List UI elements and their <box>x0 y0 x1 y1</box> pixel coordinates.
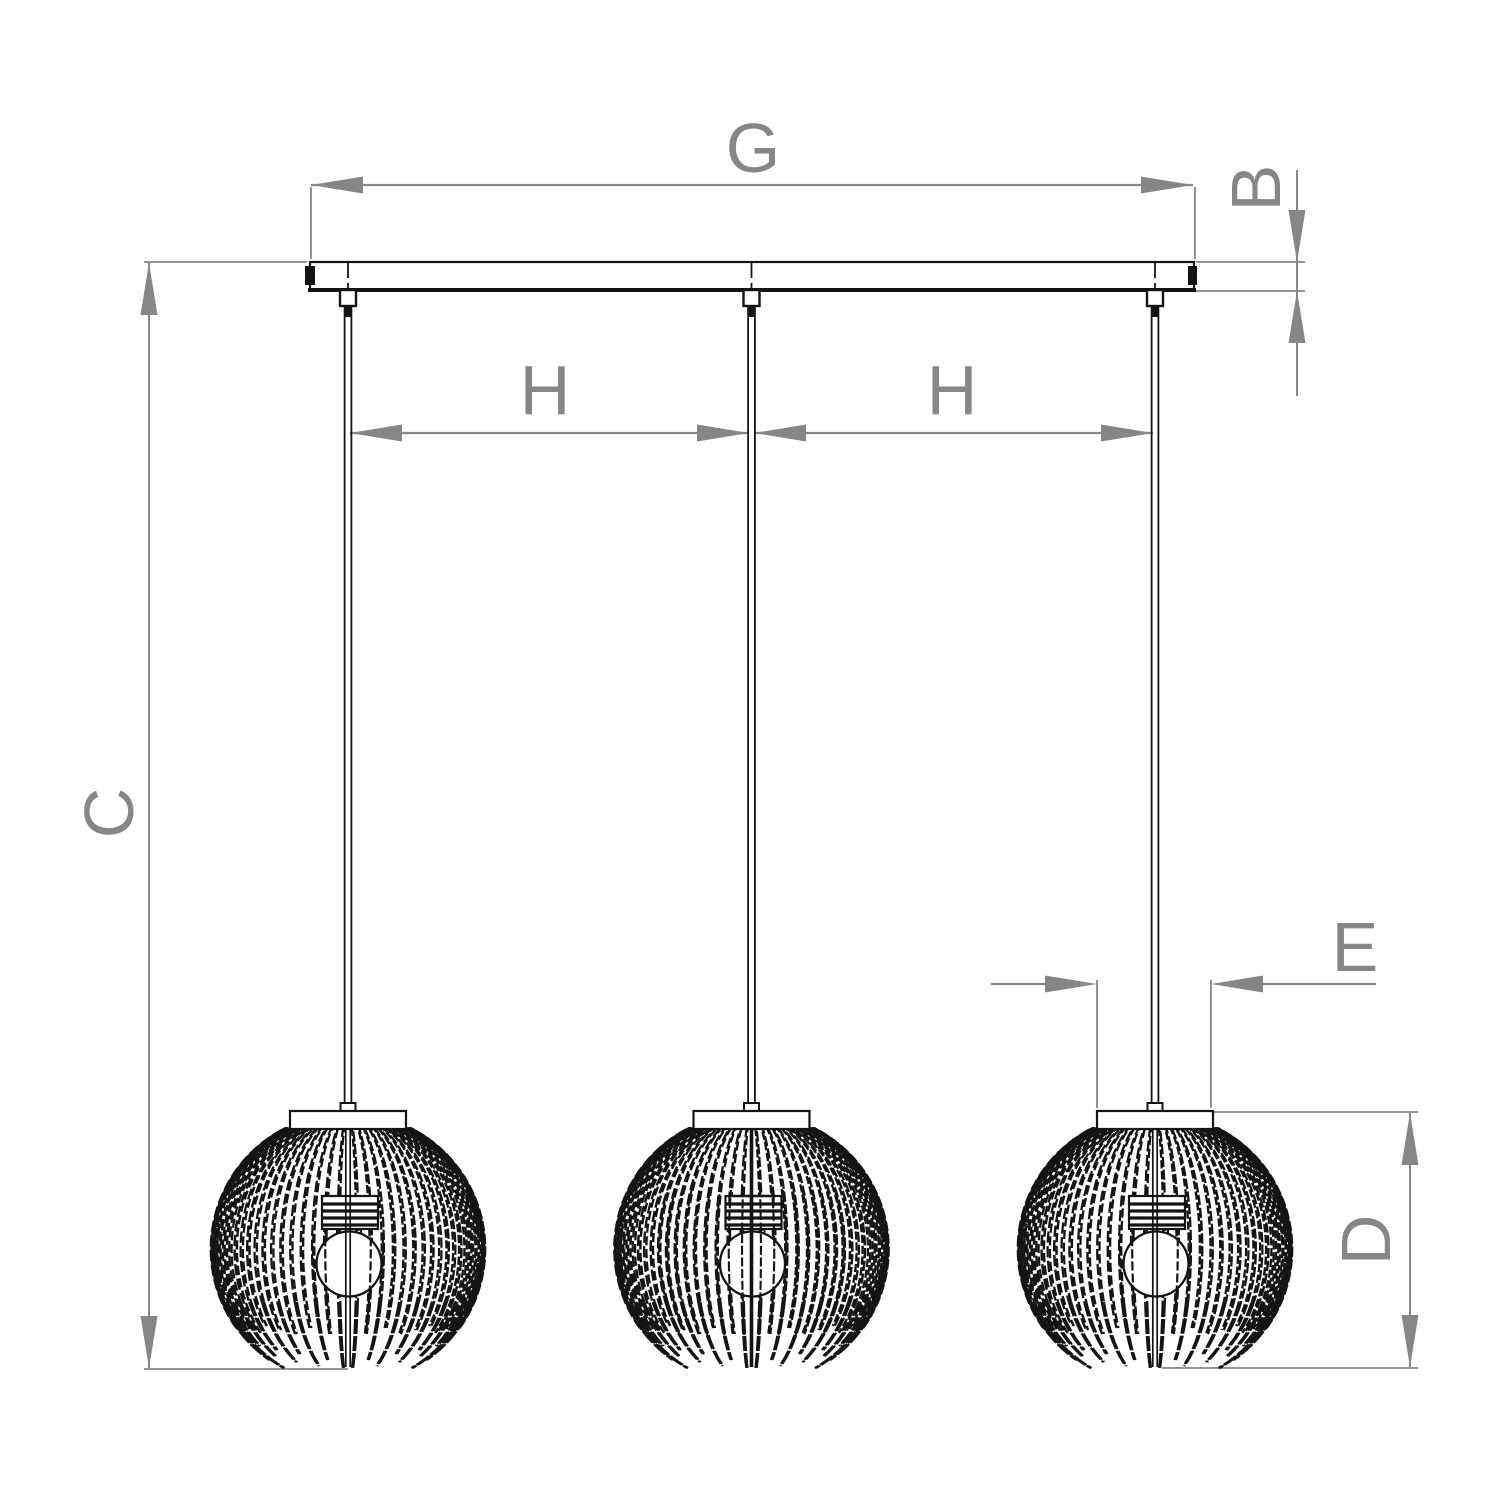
svg-text:B: B <box>1217 165 1295 212</box>
svg-text:G: G <box>726 109 780 187</box>
svg-text:D: D <box>1327 1215 1405 1266</box>
svg-text:C: C <box>70 788 148 839</box>
svg-text:H: H <box>520 351 571 429</box>
svg-text:H: H <box>927 351 978 429</box>
svg-text:E: E <box>1332 908 1379 986</box>
